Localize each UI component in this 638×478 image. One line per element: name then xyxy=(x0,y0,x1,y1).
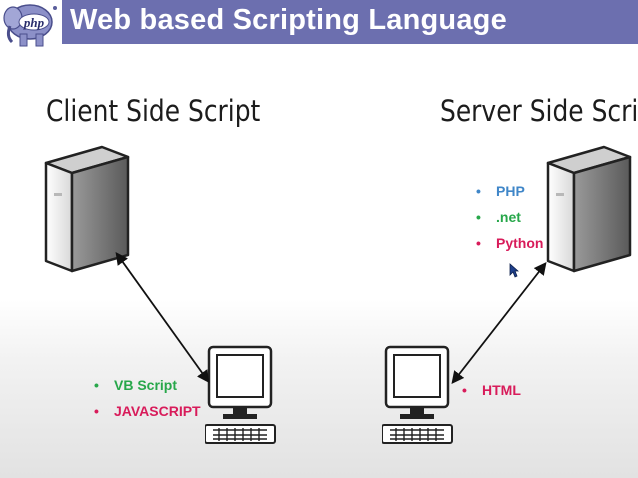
server-language-list: • PHP • .net • Python xyxy=(476,178,543,256)
client-double-arrow xyxy=(115,251,210,384)
php-elephant-logo-icon: php xyxy=(3,4,57,47)
client-side-title: Client Side Script xyxy=(46,94,261,128)
bullet-dot: • xyxy=(94,377,99,393)
bullet-dot: • xyxy=(94,403,99,419)
server-language-item-python: • Python xyxy=(476,230,543,256)
bullet-dot: • xyxy=(462,382,467,398)
bullet-dot: • xyxy=(476,209,481,225)
bullet-dot: • xyxy=(476,235,481,251)
server-tower-icon xyxy=(546,145,632,273)
client-language-list: • VB Script • JAVASCRIPT xyxy=(94,372,201,424)
client-computer-icon xyxy=(205,345,276,444)
server-language-item-net: • .net xyxy=(476,204,543,230)
client-language-label: JAVASCRIPT xyxy=(114,403,201,419)
output-item-html: • HTML xyxy=(462,377,521,403)
mouse-cursor-icon xyxy=(509,263,519,278)
client-language-label: VB Script xyxy=(114,377,178,393)
output-list: • HTML xyxy=(462,377,521,403)
server-language-label: Python xyxy=(496,235,544,251)
server-double-arrow xyxy=(451,262,547,384)
title-bar xyxy=(0,0,638,44)
output-label: HTML xyxy=(482,382,521,398)
server-language-item-php: • PHP xyxy=(476,178,543,204)
page-title: Web based Scripting Language xyxy=(70,4,507,36)
server-language-label: .net xyxy=(496,209,521,225)
server-language-label: PHP xyxy=(496,183,525,199)
desktop-computer-icon xyxy=(382,345,453,444)
client-language-item-javascript: • JAVASCRIPT xyxy=(94,398,201,424)
php-logo-text: php xyxy=(23,15,45,30)
client-language-item-vbscript: • VB Script xyxy=(94,372,201,398)
server-side-title: Server Side Script xyxy=(440,94,638,128)
client-server-tower-icon xyxy=(44,145,130,273)
bullet-dot: • xyxy=(476,183,481,199)
php-logo: php xyxy=(0,0,62,50)
